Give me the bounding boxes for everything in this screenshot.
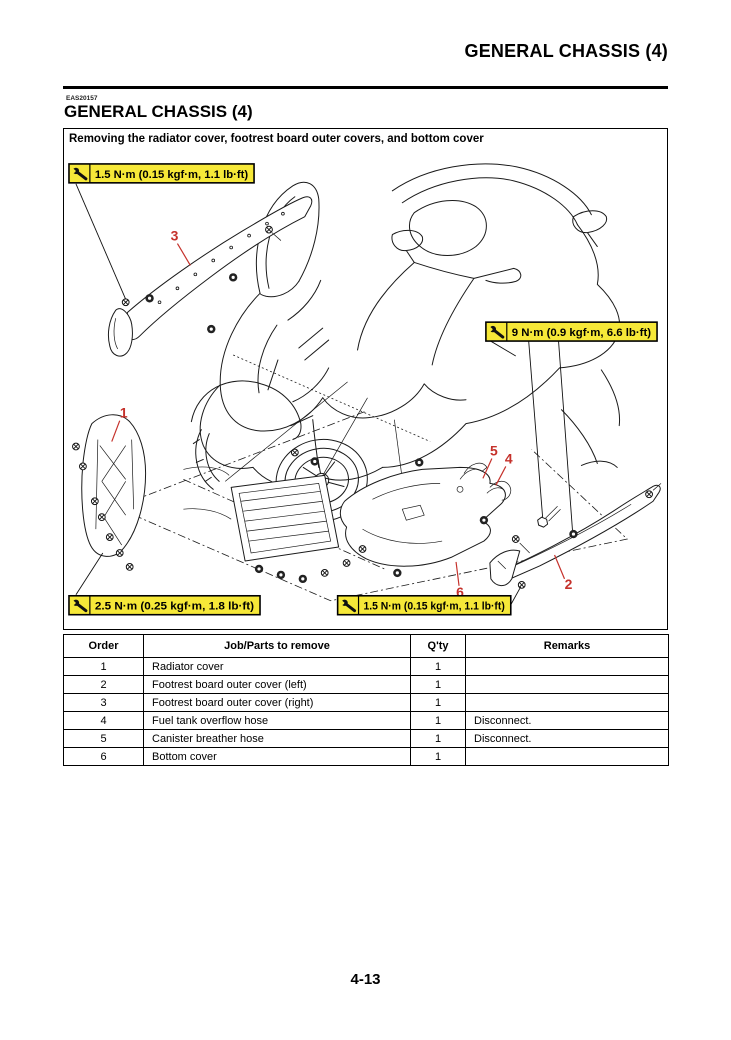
cell-remarks bbox=[465, 693, 669, 712]
cell-job: Footrest board outer cover (left) bbox=[143, 675, 411, 694]
cell-job: Canister breather hose bbox=[143, 729, 411, 748]
table-row: 1 Radiator cover 1 bbox=[63, 657, 669, 676]
torque-label-top-left: 1.5 N·m (0.15 kgf·m, 1.1 lb·ft) bbox=[68, 163, 255, 184]
part-radiator-cover bbox=[81, 414, 340, 562]
cell-order: 5 bbox=[63, 729, 144, 748]
cell-job: Fuel tank overflow hose bbox=[143, 711, 411, 730]
cell-order: 1 bbox=[63, 657, 144, 676]
table-row: 5 Canister breather hose 1 Disconnect. bbox=[63, 729, 669, 748]
callout-2: 2 bbox=[565, 576, 573, 592]
table-row: 2 Footrest board outer cover (left) 1 bbox=[63, 675, 669, 694]
callout-1: 1 bbox=[120, 405, 128, 421]
col-header-job: Job/Parts to remove bbox=[143, 634, 411, 658]
page-number: 4-13 bbox=[350, 971, 381, 988]
cell-order: 3 bbox=[63, 693, 144, 712]
callout-5: 5 bbox=[490, 442, 498, 458]
section-title: GENERAL CHASSIS (4) bbox=[64, 102, 253, 121]
torque-label-bottom-mid: 1.5 N·m (0.15 kgf·m, 1.1 lb·ft) bbox=[336, 594, 512, 616]
col-header-qty: Q'ty bbox=[410, 634, 466, 658]
torque-label-mid-right: 9 N·m (0.9 kgf·m, 6.6 lb·ft) bbox=[485, 321, 658, 342]
cell-qty: 1 bbox=[410, 729, 466, 748]
scooter-illustration bbox=[190, 163, 621, 522]
torque-labels: 1.5 N·m (0.15 kgf·m, 1.1 lb·ft) 9 N·m (0… bbox=[68, 163, 658, 616]
table-row: 6 Bottom cover 1 bbox=[63, 747, 669, 766]
torque-leader-lines bbox=[75, 183, 573, 605]
callout-6: 6 bbox=[456, 584, 464, 600]
cell-qty: 1 bbox=[410, 747, 466, 766]
cell-order: 2 bbox=[63, 675, 144, 694]
projection-lines bbox=[114, 354, 629, 602]
callout-3: 3 bbox=[171, 228, 179, 244]
torque-value: 2.5 N·m (0.25 kgf·m, 1.8 lb·ft) bbox=[95, 601, 255, 613]
col-header-remarks: Remarks bbox=[465, 634, 669, 658]
cell-order: 4 bbox=[63, 711, 144, 730]
wrench-icon bbox=[489, 325, 505, 339]
table-row: 3 Footrest board outer cover (right) 1 bbox=[63, 693, 669, 712]
col-header-order: Order bbox=[63, 634, 144, 658]
cell-remarks bbox=[465, 747, 669, 766]
table-row: 4 Fuel tank overflow hose 1 Disconnect. bbox=[63, 711, 669, 730]
callout-4: 4 bbox=[505, 450, 513, 466]
part-bottom-cover bbox=[339, 466, 506, 567]
header-rule bbox=[63, 86, 668, 89]
cell-remarks: Disconnect. bbox=[465, 729, 669, 748]
running-header-title: GENERAL CHASSIS (4) bbox=[464, 41, 668, 61]
cell-remarks: Disconnect. bbox=[465, 711, 669, 730]
cell-qty: 1 bbox=[410, 693, 466, 712]
cell-remarks bbox=[465, 675, 669, 694]
figure-caption: Removing the radiator cover, footrest bo… bbox=[69, 133, 484, 145]
figure-box: Removing the radiator cover, footrest bo… bbox=[63, 128, 668, 630]
table-header-row: Order Job/Parts to remove Q'ty Remarks bbox=[63, 634, 669, 658]
wrench-icon bbox=[341, 599, 357, 613]
fasteners bbox=[72, 225, 653, 589]
torque-label-bottom-left: 2.5 N·m (0.25 kgf·m, 1.8 lb·ft) bbox=[68, 594, 261, 616]
part-footrest-board-left bbox=[489, 483, 662, 587]
callouts: 3 1 5 4 2 6 bbox=[111, 228, 573, 600]
torque-value: 1.5 N·m (0.15 kgf·m, 1.1 lb·ft) bbox=[364, 601, 506, 613]
torque-value: 9 N·m (0.9 kgf·m, 6.6 lb·ft) bbox=[512, 327, 652, 339]
exploded-view-diagram: 3 1 5 4 2 6 bbox=[68, 163, 662, 616]
cell-qty: 1 bbox=[410, 675, 466, 694]
cell-job: Footrest board outer cover (right) bbox=[143, 693, 411, 712]
part-footrest-board-right bbox=[107, 196, 313, 357]
paragraph-code: EAS20157 bbox=[66, 95, 98, 102]
cell-qty: 1 bbox=[410, 711, 466, 730]
cell-job: Bottom cover bbox=[143, 747, 411, 766]
wrench-icon bbox=[72, 167, 88, 181]
cell-qty: 1 bbox=[410, 657, 466, 676]
parts-table: Order Job/Parts to remove Q'ty Remarks 1… bbox=[63, 634, 669, 766]
cell-remarks bbox=[465, 657, 669, 676]
wrench-icon bbox=[72, 599, 88, 613]
cell-order: 6 bbox=[63, 747, 144, 766]
cell-job: Radiator cover bbox=[143, 657, 411, 676]
torque-value: 1.5 N·m (0.15 kgf·m, 1.1 lb·ft) bbox=[95, 169, 249, 181]
